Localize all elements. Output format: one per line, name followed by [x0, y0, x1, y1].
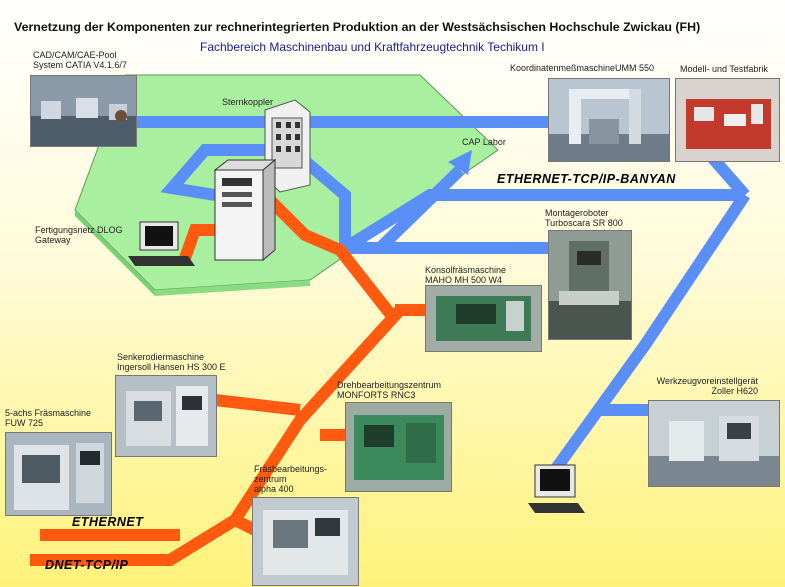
- blue-link-banyan: [341, 189, 745, 254]
- label-koordinaten: KoordinatenmeßmaschineUMM 550: [510, 63, 655, 73]
- sternkoppler-device: [264, 99, 311, 193]
- platform-edge: [75, 210, 155, 296]
- senker-photo: [115, 375, 217, 457]
- cad-pool-photo: [30, 75, 137, 147]
- cap-arrow-head: [448, 150, 472, 175]
- koordinaten-photo: [548, 78, 670, 162]
- 5achs-photo: [5, 432, 112, 516]
- blue-link-diagonal: [550, 191, 750, 474]
- label-ethernet-banyan: ETHERNET-TCP/IP-BANYAN: [497, 172, 676, 186]
- server-tower: [213, 158, 277, 262]
- gateway-pc: [128, 221, 195, 266]
- fraes-photo: [252, 497, 359, 586]
- orange-link-down: [260, 190, 400, 324]
- label-modell: Modell- und Testfabrik: [680, 64, 768, 74]
- werkzeug-photo: [648, 400, 780, 487]
- konsol-photo: [425, 285, 542, 352]
- dreh-photo: [345, 402, 452, 492]
- orange-link-dlog: [179, 224, 215, 261]
- orange-link-senker: [214, 394, 301, 416]
- orange-link-fraes: [232, 514, 258, 536]
- label-sternkoppler: Sternkoppler: [222, 97, 274, 107]
- bottom-pc: [528, 464, 585, 513]
- label-ethernet: ETHERNET: [72, 515, 144, 529]
- blue-link-inner: [160, 144, 265, 201]
- orange-network: [30, 190, 450, 566]
- label-cap-labor: CAP Labor: [462, 137, 506, 147]
- montage-photo: [548, 230, 632, 340]
- modell-photo: [675, 78, 780, 162]
- label-dnet: DNET-TCP/IP: [45, 558, 129, 572]
- page-subtitle: Fachbereich Maschinenbau und Kraftfahrze…: [200, 40, 545, 54]
- page-title: Vernetzung der Komponenten zur rechnerin…: [14, 20, 701, 34]
- platform-edge-front: [155, 280, 310, 296]
